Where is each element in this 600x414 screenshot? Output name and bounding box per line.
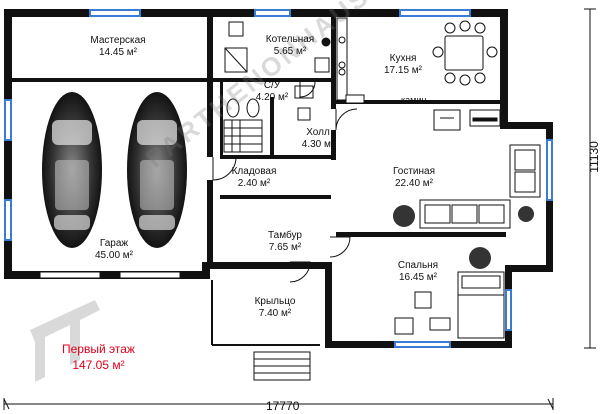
- dimension-lines: [3, 8, 596, 410]
- room-name: Спальня: [397, 260, 439, 271]
- room-holl: Холл 4.30 м²: [302, 127, 334, 151]
- room-name: Крыльцо: [254, 296, 296, 307]
- dining-table-icon: [432, 20, 498, 86]
- floor-total: Первый этаж 147.05 м²: [62, 341, 135, 373]
- floor-total-area: 147.05 м²: [72, 358, 125, 372]
- room-su: С/У 4.20 м²: [256, 80, 288, 104]
- car-left-icon: [42, 92, 102, 248]
- room-name: Гостиная: [393, 166, 435, 177]
- bed-icon: [394, 271, 505, 339]
- room-name: Котельная: [265, 34, 315, 45]
- interior-walls: [12, 17, 506, 266]
- garage-doors: [39, 271, 181, 279]
- sofa-icon: [419, 144, 541, 229]
- room-name: Холл: [306, 127, 330, 138]
- room-area: 5.65 м²: [273, 46, 307, 57]
- room-name: Гараж: [99, 238, 129, 249]
- room-area: 16.45 м²: [398, 272, 437, 283]
- room-name: Тамбур: [268, 230, 302, 241]
- room-gostinaya: Гостиная 22.40 м²: [393, 166, 435, 190]
- room-tambur: Тамбур 7.65 м²: [268, 230, 302, 254]
- room-kryltso: Крыльцо 7.40 м²: [255, 296, 296, 320]
- room-area: 17.15 м²: [383, 65, 423, 76]
- room-spalnya: Спальня 16.45 м²: [398, 260, 438, 284]
- porch: [211, 280, 320, 381]
- room-name: Кладовая: [231, 166, 277, 177]
- tv-shelf-icon: [469, 109, 501, 127]
- floor-title: Первый этаж: [62, 342, 135, 356]
- watermark-logo: [30, 300, 100, 382]
- dimension-height: 11130: [586, 141, 600, 173]
- fireplace-label: камин: [401, 95, 427, 105]
- room-name: Мастерская: [90, 35, 146, 46]
- boiler-room-fixtures-icon: [224, 21, 331, 73]
- room-area: 4.30 м²: [301, 139, 335, 150]
- room-garazh: Гараж 45.00 м²: [95, 238, 133, 262]
- room-name: Кухня: [389, 53, 417, 64]
- room-kladovaya: Кладовая 2.40 м²: [232, 166, 277, 190]
- room-name: С/У: [263, 80, 281, 91]
- fireplace-icon: [433, 109, 461, 131]
- room-area: 22.40 м²: [394, 178, 434, 189]
- room-masterskaya: Мастерская 14.45 м²: [90, 35, 145, 59]
- room-area: 7.40 м²: [258, 308, 292, 319]
- room-area: 14.45 м²: [98, 47, 138, 58]
- stairs-icon: [223, 119, 263, 153]
- kitchen-counter-icon: [336, 17, 365, 104]
- room-kuhnya: Кухня 17.15 м²: [384, 53, 422, 77]
- room-kotelnaya: Котельная 5.65 м²: [266, 34, 314, 58]
- room-area: 4.20 м²: [255, 92, 289, 103]
- room-area: 7.65 м²: [268, 242, 302, 253]
- dimension-width: 17770: [266, 399, 300, 413]
- room-area: 2.40 м²: [237, 178, 271, 189]
- plant-icon: [393, 205, 534, 269]
- windows: [4, 9, 553, 348]
- doors: [212, 81, 358, 283]
- room-area: 45.00 м²: [94, 250, 134, 261]
- car-right-icon: [127, 92, 187, 248]
